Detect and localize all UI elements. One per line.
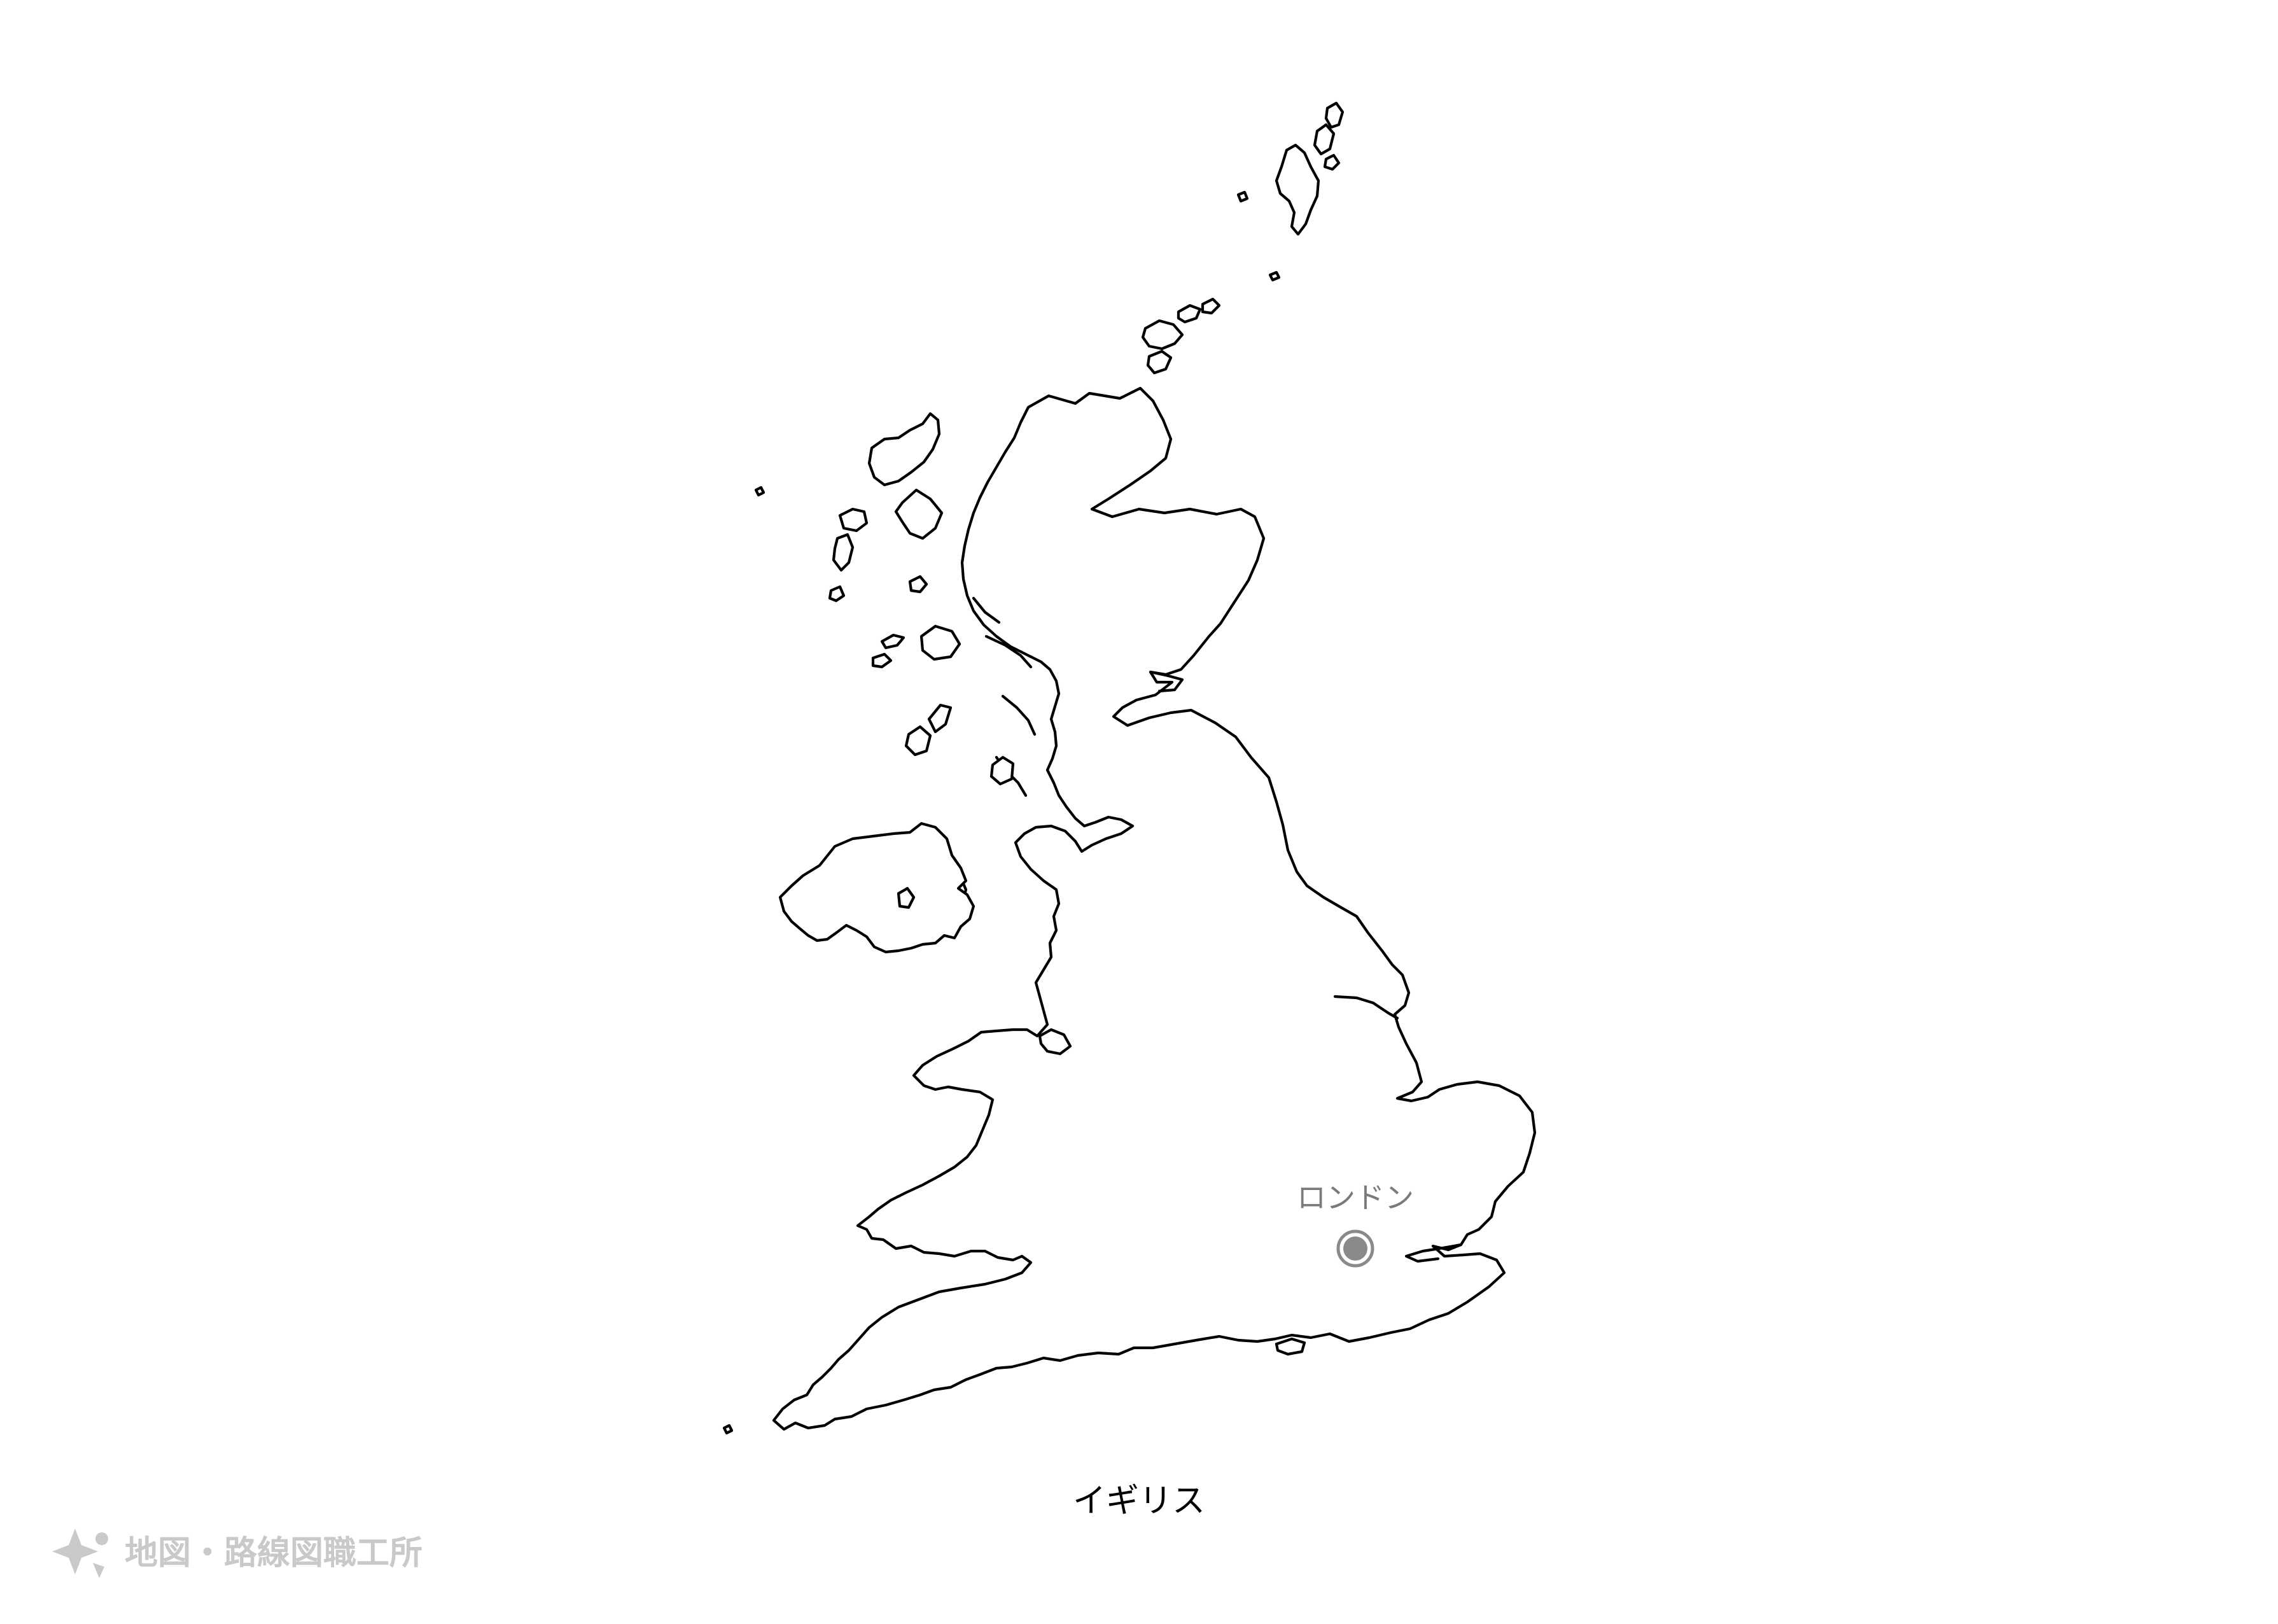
isle-of-rum [908,575,928,594]
isle-of-arran [989,755,1015,786]
sparkle-logo-icon [52,1529,108,1578]
shetland-unst [1324,101,1345,129]
watermark-text: 地図・路線図職工所 [125,1534,423,1572]
thames-estuary [1404,1243,1463,1263]
country-label: イギリス [1073,1482,1205,1520]
isle-of-skye [894,488,944,540]
orkney-hoy [1146,349,1173,375]
isle-of-barra [828,585,846,603]
great-britain-outline [772,386,1537,1431]
shetland-whalsay [1323,153,1341,171]
loch-inlet-3 [1001,694,1037,736]
orkney-north-isles [1177,304,1202,324]
isle-of-mull [919,624,961,661]
isle-of-south-uist [832,533,855,572]
isle-of-wight [1275,1337,1306,1356]
firth-of-forth [1149,670,1184,693]
isle-of-lewis [867,412,941,487]
northern-ireland-outline [778,822,975,954]
isle-of-north-uist [838,507,869,533]
shetland-mainland [1275,143,1320,236]
london-marker [1336,1229,1374,1268]
orkney-sanday [1201,297,1221,315]
shetland-yell [1313,123,1336,156]
st-kilda [754,486,765,497]
lough-neagh [897,886,916,909]
isle-of-jura [927,703,953,734]
isles-of-scilly [722,1424,734,1435]
london-label: ロンドン [1297,1180,1414,1215]
loch-inlet-1 [984,634,1033,669]
loch-inlet-2 [972,596,1001,624]
orkney-mainland [1141,319,1184,351]
fair-isle [1268,270,1281,282]
humber-estuary [1333,995,1399,1020]
isle-of-islay [904,725,932,757]
foula [1236,190,1249,203]
anglesey [1038,1028,1072,1056]
isle-of-coll [880,633,905,650]
isle-of-tiree [871,652,893,669]
